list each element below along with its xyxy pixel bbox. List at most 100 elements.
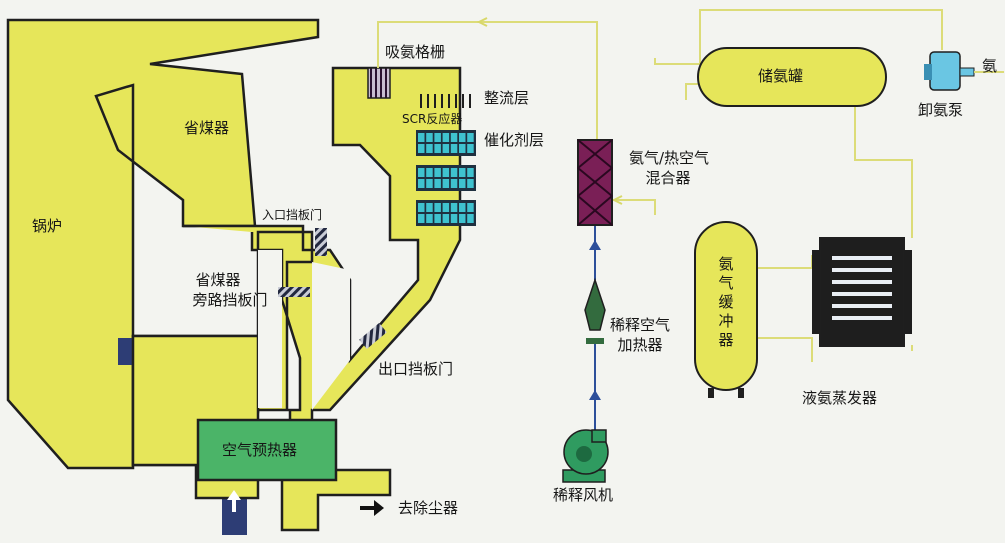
dilution-arrow-1-icon <box>589 240 601 250</box>
ammonia-grid-label: 吸氨格栅 <box>385 43 446 61</box>
mixer-label-line2: 混合器 <box>645 169 691 187</box>
flue-void-2 <box>312 262 350 410</box>
evaporator-label: 液氨蒸发器 <box>802 389 878 407</box>
evaporator-tube <box>832 292 892 296</box>
catalyst-cell <box>467 179 474 188</box>
straightener-vane <box>448 94 450 108</box>
buffer-tank-icon <box>694 221 758 398</box>
catalyst-cell <box>426 179 433 188</box>
catalyst-cell <box>467 203 474 212</box>
catalyst-cell <box>467 144 474 153</box>
catalyst-layers <box>416 130 476 226</box>
straightener-vane <box>462 94 464 108</box>
catalyst-cell <box>442 179 450 188</box>
catalyst-cell <box>426 168 433 177</box>
catalyst-cell <box>459 144 466 153</box>
flow-arrow-up-icon <box>227 490 241 512</box>
catalyst-cell <box>434 144 441 153</box>
straightener-vane <box>420 94 422 108</box>
bypass-damper-label-line1: 省煤器 <box>195 271 241 289</box>
catalyst-cell <box>434 168 441 177</box>
catalyst-cell <box>426 203 433 212</box>
catalyst-cell <box>442 144 450 153</box>
mixer-label-line1: 氨气/热空气 <box>628 149 710 167</box>
unloading-pump-label: 卸氨泵 <box>918 101 964 119</box>
flow-arrow-right-icon <box>360 500 384 516</box>
catalyst-cell <box>434 179 441 188</box>
catalyst-cell <box>442 168 450 177</box>
straightener-vane <box>441 94 443 108</box>
storage-tank-label: 储氨罐 <box>758 67 804 85</box>
dilution-heater-label-line2: 加热器 <box>617 336 663 354</box>
catalyst-cell <box>434 133 441 142</box>
dilution-heater-label-line1: 稀释空气 <box>609 316 670 334</box>
catalyst-cell <box>450 168 458 177</box>
inlet-damper-label: 入口挡板门 <box>262 208 323 222</box>
flow-straightener-label: 整流层 <box>484 89 530 107</box>
storage-tank-icon <box>697 47 887 107</box>
catalyst-cell <box>450 203 458 212</box>
evaporator-tube <box>832 268 892 272</box>
catalyst-cell <box>418 133 425 142</box>
inlet-damper-icon <box>315 228 327 256</box>
catalyst-cell <box>442 133 450 142</box>
dust-collector-label: 去除尘器 <box>398 499 459 517</box>
ammonia-flow-arrow-icon <box>476 17 488 27</box>
unloading-pump-icon <box>924 51 975 91</box>
catalyst-cell <box>450 133 458 142</box>
evaporator-tube <box>832 304 892 308</box>
catalyst-cell <box>459 203 466 212</box>
outlet-duct <box>280 468 392 532</box>
catalyst-cell <box>459 168 466 177</box>
catalyst-cell <box>426 133 433 142</box>
evaporator-tube <box>832 316 892 320</box>
catalyst-cell <box>418 144 425 153</box>
straightener-vane <box>455 94 457 108</box>
catalyst-cell <box>442 214 450 223</box>
catalyst-cell <box>450 179 458 188</box>
catalyst-cell <box>418 179 425 188</box>
catalyst-cell <box>450 214 458 223</box>
ammonia-grid-icon <box>367 67 391 99</box>
outlet-damper-icon <box>359 323 387 349</box>
bypass-damper-label-line2: 旁路挡板门 <box>192 291 268 309</box>
outlet-damper-label: 出口挡板门 <box>378 360 454 378</box>
dilution-arrow-2-icon <box>589 390 601 400</box>
catalyst-cell <box>459 133 466 142</box>
dilution-fan-icon <box>562 429 609 483</box>
catalyst-cell <box>418 203 425 212</box>
catalyst-cell <box>467 214 474 223</box>
catalyst-cell <box>418 168 425 177</box>
dilution-heater-icon <box>584 277 606 344</box>
evaporator-tube <box>832 256 892 260</box>
boiler-label: 锅炉 <box>32 217 63 235</box>
catalyst-cell <box>418 214 425 223</box>
catalyst-layer-label: 催化剂层 <box>484 131 545 149</box>
buffer-tank-label: 氨气缓冲器 <box>718 255 734 349</box>
flue-void-1 <box>258 250 282 408</box>
bypass-damper-icon <box>278 287 310 297</box>
straightener-vane <box>434 94 436 108</box>
catalyst-cell <box>426 144 433 153</box>
flow-straightener-comb <box>420 94 471 108</box>
ammonia-return-arrow-icon <box>611 195 623 205</box>
catalyst-cell <box>434 214 441 223</box>
dilution-fan-label: 稀释风机 <box>553 486 614 504</box>
evaporator-tube <box>832 280 892 284</box>
mixer-cross-pattern <box>577 139 613 226</box>
catalyst-cell <box>442 203 450 212</box>
air-preheater-label: 空气预热器 <box>222 441 298 459</box>
economizer-label: 省煤器 <box>184 119 230 137</box>
straightener-vane <box>469 94 471 108</box>
catalyst-cell <box>467 168 474 177</box>
catalyst-cell <box>459 179 466 188</box>
air-preheater-box <box>196 418 338 482</box>
ammonia-edge-label: 氨 <box>982 57 998 75</box>
catalyst-cell <box>450 144 458 153</box>
catalyst-cell <box>434 203 441 212</box>
straightener-vane <box>427 94 429 108</box>
catalyst-cell <box>467 133 474 142</box>
boiler-furnace <box>6 18 320 470</box>
